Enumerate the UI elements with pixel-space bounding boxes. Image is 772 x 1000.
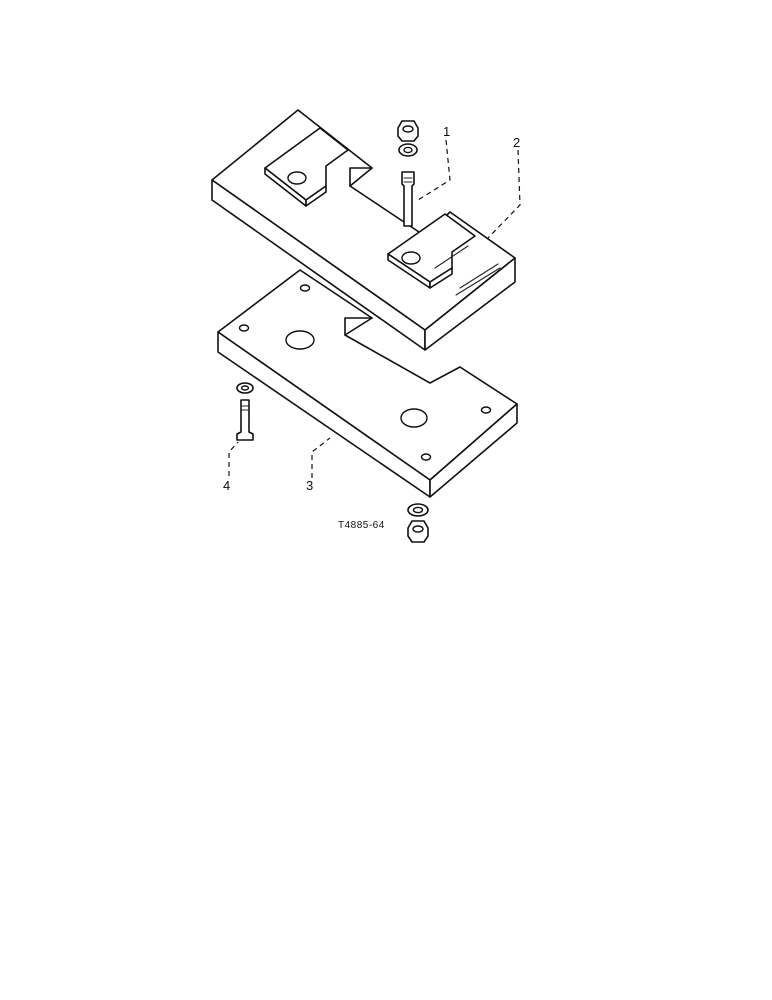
lower-plate-small-hole (480, 406, 492, 414)
upper-hex-nut-hole (402, 125, 414, 133)
upper-block-right-face (424, 257, 516, 351)
lower-bolt-set (236, 382, 254, 441)
upper-block-left-boss-side (305, 185, 327, 207)
upper-block-right-boss-slot-line (434, 245, 469, 269)
upper-washer-hole (403, 146, 413, 154)
upper-block-shading (459, 263, 499, 289)
upper-block-right-boss-hole (401, 251, 421, 265)
leader-line-2 (487, 149, 521, 239)
upper-block-left-boss-hole (287, 171, 307, 185)
callout-label-3: 3 (306, 478, 313, 493)
upper-fastener-set (397, 120, 419, 227)
figure-reference: T4885-64 (338, 520, 385, 531)
upper-block-notch-edge (349, 167, 373, 187)
callout-label-4: 4 (223, 478, 230, 493)
upper-weight-block (211, 109, 516, 351)
lower-plate-small-hole (238, 324, 250, 332)
leader-line-4 (228, 441, 239, 476)
callout-label-2: 2 (513, 135, 520, 150)
leader-line-3 (311, 437, 331, 478)
callout-label-1: 1 (443, 124, 450, 139)
upper-block-right-boss-side (429, 267, 453, 289)
upper-stud-bolt-icon (401, 171, 415, 227)
lower-plate-large-hole-right (400, 408, 428, 428)
lower-plate (217, 269, 518, 498)
bottom-washer-hole (412, 506, 424, 514)
lower-left-washer-hole (240, 385, 250, 391)
lower-plate-right-face (429, 403, 518, 498)
bottom-fastener-set (407, 503, 429, 543)
lower-plate-small-hole (420, 453, 432, 461)
lower-plate-small-hole (299, 284, 311, 292)
upper-block-shading (455, 267, 501, 296)
leader-line-1 (417, 139, 451, 201)
lower-plate-notch-edge (344, 317, 373, 336)
bottom-hex-nut-hole (412, 525, 424, 533)
lower-plate-large-hole-left (285, 330, 315, 350)
